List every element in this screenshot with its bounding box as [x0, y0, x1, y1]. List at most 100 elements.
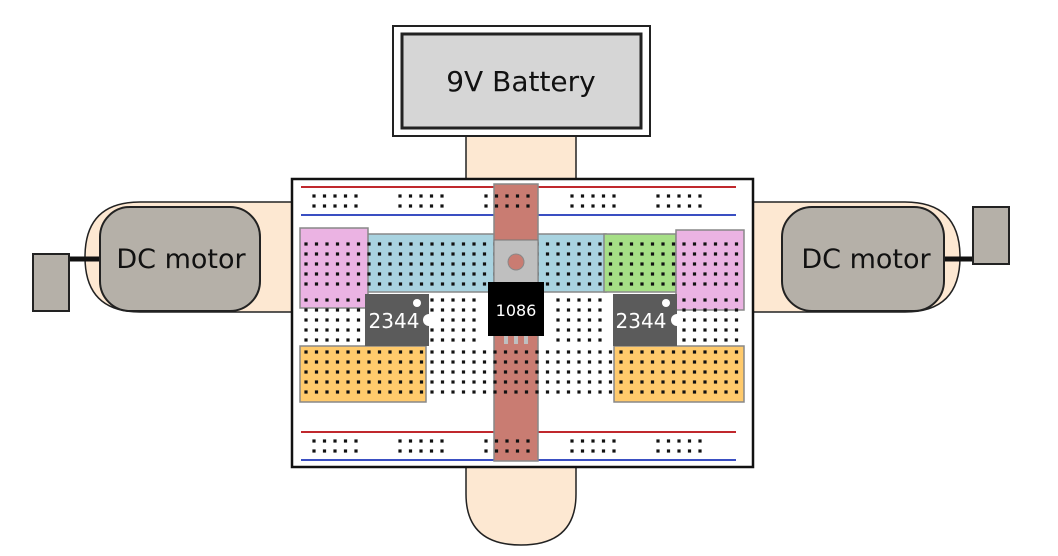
- terminal-hole: [440, 350, 445, 354]
- terminal-hole: [451, 318, 455, 322]
- terminal-hole: [388, 282, 392, 286]
- terminal-hole: [682, 370, 686, 374]
- terminal-hole: [703, 370, 707, 374]
- terminal-hole: [587, 350, 592, 354]
- terminal-hole: [325, 328, 329, 332]
- terminal-hole: [608, 282, 613, 286]
- terminal-hole: [430, 360, 434, 364]
- terminal-hole: [703, 252, 707, 256]
- terminal-hole: [629, 390, 634, 394]
- terminal-hole: [713, 370, 718, 374]
- terminal-hole: [640, 262, 644, 266]
- terminal-hole: [304, 390, 308, 394]
- rail-hole: [698, 204, 702, 208]
- rail-hole: [612, 204, 616, 208]
- rail-hole: [677, 194, 681, 198]
- left-motor-mount: [32, 253, 70, 312]
- rail-hole: [591, 439, 595, 443]
- terminal-hole: [734, 242, 739, 246]
- terminal-hole: [619, 272, 623, 276]
- terminal-hole: [703, 282, 707, 286]
- terminal-hole: [451, 380, 455, 384]
- rail-hole: [354, 449, 358, 453]
- terminal-hole: [440, 338, 445, 342]
- terminal-hole: [461, 318, 466, 322]
- terminal-hole: [356, 390, 361, 394]
- terminal-hole: [346, 242, 350, 246]
- driver-chip-right: 2344: [613, 294, 683, 346]
- terminal-hole: [388, 262, 392, 266]
- terminal-hole: [650, 350, 655, 354]
- terminal-hole: [388, 350, 392, 354]
- terminal-hole: [682, 282, 686, 286]
- terminal-hole: [703, 360, 707, 364]
- terminal-hole: [734, 272, 739, 276]
- rail-hole: [343, 194, 348, 198]
- terminal-hole: [713, 360, 718, 364]
- terminal-hole: [461, 390, 466, 394]
- terminal-hole: [724, 282, 728, 286]
- terminal-hole: [356, 350, 361, 354]
- terminal-hole: [661, 390, 665, 394]
- terminal-hole: [482, 360, 487, 364]
- terminal-hole: [566, 242, 571, 246]
- rail-hole: [612, 194, 616, 198]
- rail-hole: [570, 439, 574, 443]
- driver-chip-right-notch: [671, 314, 683, 326]
- rail-hole: [343, 204, 348, 208]
- terminal-hole: [577, 328, 581, 332]
- terminal-hole: [661, 370, 665, 374]
- terminal-hole: [325, 390, 329, 394]
- terminal-hole: [409, 370, 413, 374]
- terminal-hole: [325, 242, 329, 246]
- rail-hole: [419, 449, 423, 453]
- terminal-hole: [629, 272, 634, 276]
- terminal-hole: [367, 380, 371, 384]
- terminal-hole: [671, 380, 676, 384]
- terminal-hole: [587, 380, 592, 384]
- terminal-hole: [619, 380, 623, 384]
- terminal-hole: [325, 360, 329, 364]
- terminal-hole: [514, 380, 518, 384]
- terminal-hole: [692, 380, 697, 384]
- terminal-hole: [692, 328, 697, 332]
- driver-chip-left-label: 2344: [369, 309, 420, 333]
- terminal-hole: [472, 328, 476, 332]
- terminal-hole: [461, 328, 466, 332]
- terminal-hole: [545, 252, 550, 256]
- terminal-hole: [367, 360, 371, 364]
- terminal-hole: [566, 318, 571, 322]
- terminal-hole: [461, 272, 466, 276]
- terminal-hole: [304, 282, 308, 286]
- terminal-hole: [650, 370, 655, 374]
- rail-hole: [570, 449, 574, 453]
- terminal-hole: [577, 338, 581, 342]
- terminal-hole: [608, 272, 613, 276]
- terminal-hole: [472, 390, 476, 394]
- terminal-hole: [566, 360, 571, 364]
- terminal-hole: [367, 390, 371, 394]
- terminal-hole: [524, 350, 529, 354]
- terminal-hole: [440, 380, 445, 384]
- terminal-hole: [377, 350, 382, 354]
- terminal-hole: [314, 360, 319, 364]
- terminal-hole: [377, 252, 382, 256]
- terminal-hole: [493, 350, 497, 354]
- terminal-hole: [524, 380, 529, 384]
- terminal-hole: [545, 242, 550, 246]
- terminal-hole: [419, 350, 424, 354]
- terminal-hole: [472, 318, 476, 322]
- terminal-hole: [598, 328, 602, 332]
- terminal-hole: [440, 360, 445, 364]
- terminal-hole: [367, 262, 371, 266]
- rail-hole: [440, 449, 444, 453]
- rail-hole: [494, 449, 499, 453]
- terminal-hole: [398, 350, 403, 354]
- terminal-hole: [304, 370, 308, 374]
- terminal-hole: [692, 370, 697, 374]
- terminal-hole: [629, 252, 634, 256]
- terminal-hole: [335, 318, 340, 322]
- terminal-hole: [409, 380, 413, 384]
- highlight-pink-right: [675, 229, 745, 311]
- terminal-hole: [671, 262, 676, 266]
